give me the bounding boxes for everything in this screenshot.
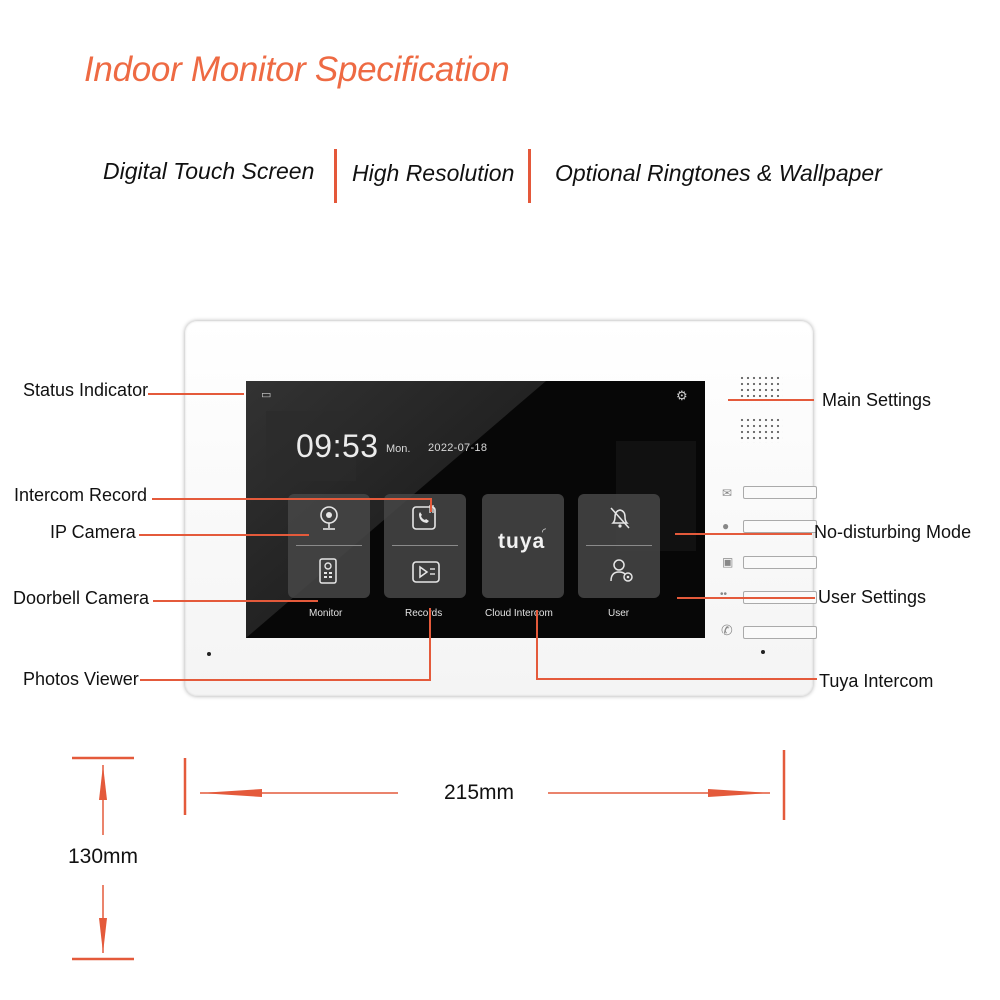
- leader-line-tuya-intercom-rise: [536, 610, 538, 680]
- clock-date: 2022-07-18: [428, 442, 488, 454]
- feature-touch-screen: Digital Touch Screen: [103, 158, 315, 184]
- tuya-logo: tuya: [498, 530, 546, 553]
- callout-ip-camera: IP Camera: [50, 522, 136, 542]
- feature-ringtones-wallpaper: Optional Ringtones & Wallpaper: [555, 160, 882, 186]
- contact-button[interactable]: [743, 556, 817, 569]
- user-settings-icon: [610, 559, 633, 582]
- tile-monitor[interactable]: [288, 494, 370, 598]
- dimension-height: 130mm: [68, 845, 139, 868]
- leader-line-status-indicator: [148, 393, 244, 395]
- ip-camera-icon: [320, 506, 338, 530]
- phone-icon: ✆: [721, 622, 733, 638]
- tile-divider: [296, 545, 362, 546]
- leader-line-ip-camera: [139, 534, 309, 536]
- intercom-icon: ••: [720, 589, 728, 600]
- callout-intercom-record: Intercom Record: [14, 485, 148, 505]
- feature-separator: [334, 149, 337, 203]
- tile-cloud-intercom[interactable]: [482, 494, 564, 598]
- feature-separator: [528, 149, 531, 203]
- status-indicator-icon: ▭: [261, 389, 272, 401]
- callout-user-settings: User Settings: [818, 587, 927, 607]
- tile-records[interactable]: [384, 494, 466, 598]
- doorbell-camera-icon: [319, 558, 337, 584]
- callout-main-settings: Main Settings: [822, 390, 932, 410]
- speaker-grille-top: [739, 375, 783, 401]
- page-title: Indoor Monitor Specification: [84, 50, 510, 89]
- callout-photos-viewer: Photos Viewer: [23, 669, 139, 689]
- leader-line-user-settings: [677, 597, 815, 599]
- dimension-graphics: [72, 750, 786, 961]
- speaker-grille-bottom: [739, 417, 783, 443]
- leader-line-main-settings: [728, 399, 814, 401]
- leader-line-doorbell-camera: [153, 600, 318, 602]
- tile-divider: [392, 545, 458, 546]
- callout-status-indicator: Status Indicator: [23, 380, 149, 400]
- no-disturbing-bell-icon: [610, 507, 630, 529]
- tile-label-records: Records: [405, 608, 443, 619]
- tile-user[interactable]: [578, 494, 660, 598]
- microphone-hole: [207, 652, 211, 656]
- tile-label-monitor: Monitor: [309, 608, 343, 619]
- dimension-width: 215mm: [444, 781, 515, 804]
- leader-line-no-disturbing-mode: [675, 533, 812, 535]
- leader-line-intercom-record: [152, 498, 432, 500]
- leader-line-photos-viewer: [140, 679, 431, 681]
- leader-line-photos-viewer-rise: [429, 608, 431, 681]
- leader-line-tuya-intercom: [536, 678, 817, 680]
- tile-divider: [586, 545, 652, 546]
- clock-day: Mon.: [386, 443, 411, 455]
- wifi-icon: ◜: [542, 527, 546, 538]
- feature-high-resolution: High Resolution: [352, 160, 515, 186]
- photos-viewer-icon: [412, 561, 440, 583]
- sensor-hole: [761, 650, 765, 654]
- leader-line-intercom-record-drop: [430, 498, 432, 512]
- callout-no-disturbing-mode: No-disturbing Mode: [814, 522, 972, 542]
- message-button[interactable]: [743, 486, 817, 499]
- callout-tuya-intercom: Tuya Intercom: [819, 671, 934, 691]
- callout-doorbell-camera: Doorbell Camera: [13, 588, 150, 608]
- clock-time: 09:53: [296, 428, 379, 464]
- monitor-button[interactable]: [743, 520, 817, 533]
- call-button[interactable]: [743, 626, 817, 639]
- tile-label-user: User: [608, 608, 630, 619]
- gear-icon[interactable]: ⚙: [676, 388, 688, 403]
- intercom-record-icon: [412, 505, 436, 530]
- tile-label-cloud-intercom: Cloud Intercom: [485, 608, 553, 619]
- person-icon: ●: [722, 519, 730, 533]
- contact-card-icon: ▣: [722, 555, 734, 569]
- message-icon: ✉: [722, 486, 733, 500]
